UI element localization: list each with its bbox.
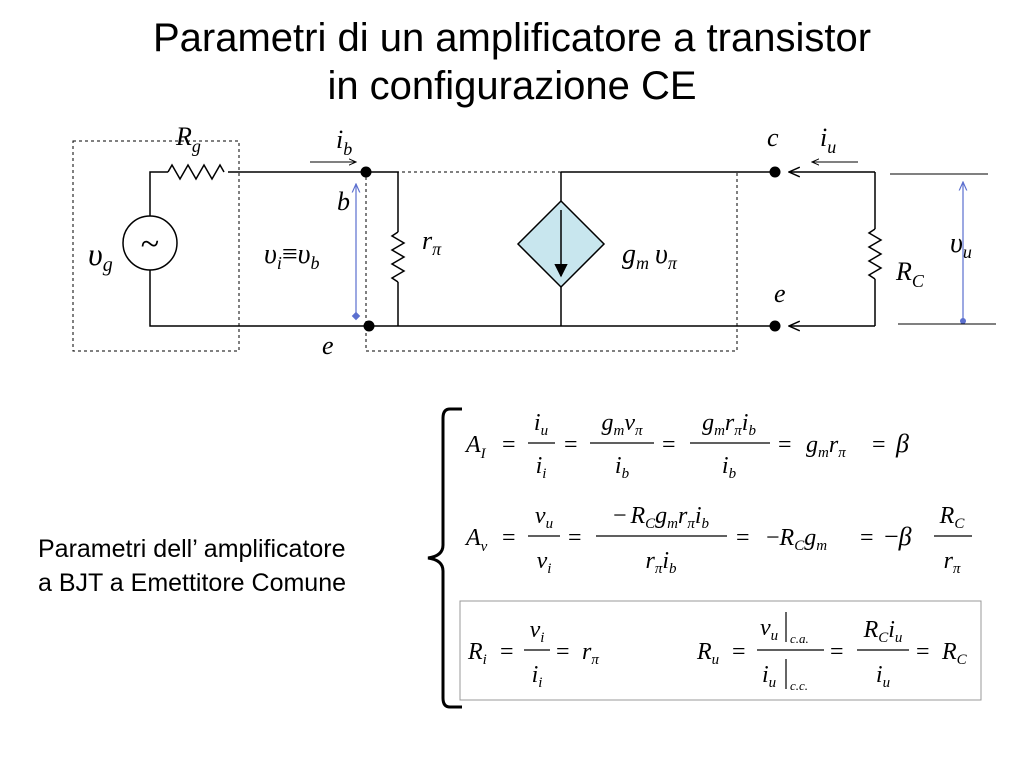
av-lhs: Av (464, 525, 488, 555)
ai-eq1: = (502, 432, 516, 458)
ai-eq3: = (662, 432, 676, 458)
av-f2-num: −RCgmrπib (613, 503, 710, 532)
equation-current-gain: AI = iu ii = gmvπ ib = gmrπib ib = gmrπ … (464, 410, 909, 482)
ai-f3-num: gmrπib (702, 410, 756, 439)
av-eq4: = (860, 525, 874, 551)
av-f3-den: rπ (944, 548, 961, 577)
slide-title-line2: in configurazione CE (327, 64, 697, 108)
node-b-dot (360, 166, 372, 178)
av-eq1: = (502, 525, 516, 551)
ai-f1-num: iu (534, 410, 548, 439)
label-vi-vb: υi≡υb (264, 239, 320, 273)
ai-f1-den: ii (536, 453, 547, 482)
slide-caption-line1: Parametri dell’ amplificatore (38, 535, 346, 563)
wire-gen-bottom (149, 270, 370, 327)
label-node-e-out: e (774, 279, 786, 308)
generator-box (72, 140, 240, 352)
source-tilde-symbol: ~ (141, 226, 159, 263)
ru-f1-num: vu (760, 615, 778, 644)
av-minus-beta: −β (884, 522, 912, 551)
vi-arrow-tail (351, 311, 361, 321)
label-node-e-in: e (322, 331, 334, 360)
ri-f-den: ii (532, 662, 543, 691)
slide-title: Parametri di un amplificatore a transist… (0, 14, 1024, 110)
label-rg: Rg (175, 122, 201, 156)
ai-eq4: = (778, 432, 792, 458)
av-f1-num: vu (535, 503, 553, 532)
ri-f-num: vi (530, 617, 545, 646)
av-f1-den: vi (537, 548, 552, 577)
ai-eq2: = (564, 432, 578, 458)
slide-title-line1: Parametri di un amplificatore a transist… (152, 16, 872, 60)
av-eq3: = (736, 525, 750, 551)
ru-den-cond: c.c. (790, 678, 808, 693)
ru-lhs: Ru (696, 639, 719, 668)
ri-result: rπ (582, 639, 599, 668)
ru-eq1: = (732, 639, 746, 665)
equations: AI = iu ii = gmvπ ib = gmrπib ib = gmrπ … (459, 410, 982, 701)
label-node-c: c (767, 123, 779, 152)
label-node-b: b (337, 187, 350, 216)
ai-lhs: AI (464, 432, 487, 462)
slide-caption-line2: a BJT a Emettitore Comune (38, 569, 347, 597)
ai-f3-den: ib (722, 453, 737, 482)
av-f2-den: rπib (645, 548, 677, 577)
label-rpi: rπ (422, 226, 442, 259)
ri-eq2: = (556, 639, 570, 665)
ru-f2-num: RCiu (863, 617, 903, 646)
node-e-in-dot (363, 320, 375, 332)
ru-eq2: = (830, 639, 844, 665)
resistor-rg (167, 163, 225, 181)
equation-voltage-gain: Av = vu vi = −RCgmrπib rπib = −RCgm = −β… (464, 503, 972, 577)
av-eq2: = (568, 525, 582, 551)
ri-lhs: Ri (467, 639, 487, 668)
ai-beta: β (895, 429, 909, 458)
label-vu: υu (950, 228, 972, 262)
ai-f2-num: gmvπ (601, 410, 643, 439)
node-c-dot (769, 166, 781, 178)
label-rc: RC (895, 257, 925, 291)
ru-f1-den: iu (762, 662, 776, 691)
ri-eq1: = (500, 639, 514, 665)
transistor-model-box (365, 171, 738, 352)
resistor-rc (867, 228, 883, 280)
av-f3-num: RC (939, 503, 966, 532)
equation-input-resistance: Ri = vi ii = rπ (467, 617, 599, 691)
equation-output-resistance: Ru = vu c.a. iu c.c. = RCiu iu = RC (696, 612, 968, 693)
ai-f2-den: ib (615, 453, 630, 482)
ru-result: RC (941, 639, 968, 668)
ru-f2-den: iu (876, 662, 890, 691)
equations-brace (427, 407, 462, 709)
ai-eq5: = (872, 432, 886, 458)
ai-gm-rpi: gmrπ (806, 432, 846, 461)
wire-gen-top (149, 171, 168, 216)
ru-eq3: = (916, 639, 930, 665)
label-vg: υg (88, 236, 113, 276)
node-e-out-dot (769, 320, 781, 332)
impedance-box (459, 600, 982, 701)
ru-num-cond: c.a. (790, 631, 809, 646)
slide-caption: Parametri dell’ amplificatore a BJT a Em… (38, 532, 346, 600)
resistor-rpi (390, 231, 406, 283)
vu-arrow-tail (960, 318, 966, 324)
wire-b-to-rpi (366, 171, 399, 232)
label-iu: iu (820, 123, 836, 157)
label-ib: ib (336, 125, 352, 159)
av-rc-gm: −RCgm (766, 525, 827, 554)
